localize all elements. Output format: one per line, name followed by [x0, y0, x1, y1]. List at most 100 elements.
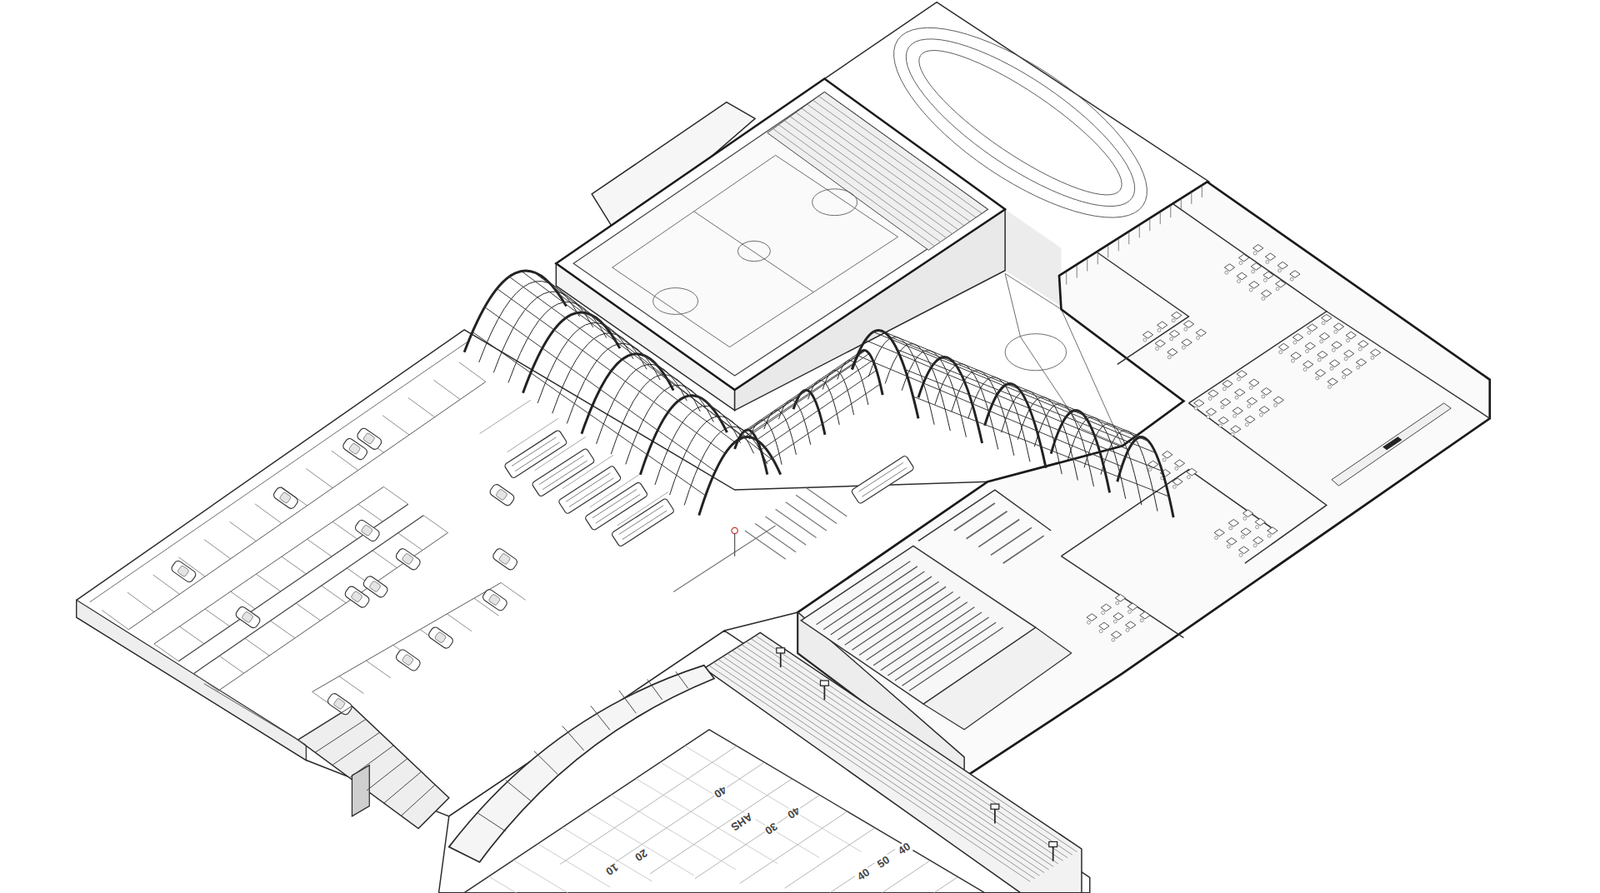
car-roof: [434, 631, 447, 644]
desk: [1162, 451, 1173, 460]
window-mullion: [1118, 239, 1120, 252]
chair: [1225, 270, 1229, 275]
chair: [1171, 319, 1175, 323]
desk: [1273, 396, 1284, 405]
desk: [1344, 350, 1355, 358]
light-head: [820, 680, 829, 686]
lot-drive-line: [204, 684, 306, 745]
yard-line: [562, 827, 653, 882]
yard-line: [660, 762, 820, 859]
chair: [1099, 630, 1103, 634]
desk: [1086, 614, 1097, 622]
desk: [1290, 270, 1300, 279]
seat-row: [873, 602, 968, 666]
canopy-arch: [699, 437, 781, 516]
chair: [1237, 280, 1241, 284]
desk: [1275, 280, 1286, 288]
seat-row: [887, 612, 982, 676]
yard-line: [586, 811, 695, 876]
canopy-rib: [610, 375, 700, 455]
court-key: [812, 189, 858, 216]
canopy-purlin: [745, 350, 862, 431]
desk: [1194, 400, 1205, 408]
gate-strut: [400, 785, 435, 816]
stall-divider: [255, 574, 280, 592]
desk: [1370, 349, 1380, 357]
book-stack: [978, 520, 1020, 548]
canopy-purlin: [509, 276, 735, 443]
stall-divider: [321, 585, 346, 604]
desk: [1246, 397, 1257, 405]
interior-wall: [1189, 403, 1327, 564]
chair: [1267, 534, 1271, 538]
window-mullion: [1065, 272, 1067, 285]
canopy-purlin: [765, 384, 881, 465]
stall-divider: [358, 504, 383, 522]
chair: [1239, 261, 1243, 265]
chair: [1305, 350, 1310, 354]
chair: [1370, 356, 1375, 360]
roof-rib: [534, 751, 559, 775]
chair: [1172, 485, 1176, 489]
desk: [1278, 343, 1289, 351]
car-roof: [241, 611, 255, 624]
seat-row: [909, 627, 1004, 691]
wing-floor: [798, 181, 1490, 778]
chair: [1243, 516, 1247, 520]
desk: [1155, 340, 1165, 348]
canopy-arch: [581, 354, 674, 435]
lot-inner-edge: [90, 341, 468, 602]
desk: [1265, 253, 1275, 261]
stall-line: [154, 486, 385, 645]
desk: [1327, 378, 1338, 386]
bus-body: [850, 455, 915, 505]
car: [341, 437, 370, 462]
roof-rib: [562, 726, 585, 751]
crosswalk-stripe: [745, 530, 786, 560]
classroom-wing: [798, 181, 1490, 778]
chair: [1235, 395, 1239, 400]
car-roof: [369, 580, 382, 593]
desk: [1317, 351, 1328, 360]
stall-divider: [339, 676, 364, 695]
bus-windows: [539, 455, 584, 485]
desk: [1259, 406, 1270, 415]
yard-line: [740, 811, 848, 884]
car-roof: [498, 553, 511, 565]
yard-number: 40: [894, 840, 914, 859]
stall-divider: [398, 533, 423, 551]
car-roof: [401, 654, 415, 666]
roof-rib: [647, 680, 663, 700]
chair: [1255, 525, 1260, 530]
chair: [1293, 340, 1297, 345]
desk: [1171, 311, 1182, 320]
seat-row: [866, 597, 961, 661]
chair: [1206, 415, 1210, 420]
light-head: [776, 648, 785, 654]
bus-windows: [565, 473, 610, 503]
book-stack: [954, 503, 995, 531]
stall-line: [218, 532, 449, 691]
chair: [1328, 385, 1332, 389]
chair: [1290, 359, 1295, 363]
desk: [1358, 340, 1369, 349]
bleacher-row: [779, 125, 941, 243]
car-body: [395, 547, 423, 572]
book-stack: [1003, 535, 1045, 564]
chair: [1196, 336, 1200, 340]
desk: [1242, 510, 1253, 518]
desk: [1255, 518, 1265, 526]
window-mullion: [1076, 265, 1078, 279]
desk: [1330, 360, 1340, 368]
chair: [1170, 337, 1174, 341]
desk: [1240, 528, 1251, 536]
chair: [1237, 377, 1241, 381]
stall-divider: [281, 556, 306, 575]
car-body: [491, 547, 520, 572]
desk: [1208, 390, 1219, 398]
car-body: [343, 585, 371, 610]
desk: [1172, 478, 1183, 486]
desk: [1333, 323, 1344, 331]
bus-body: [610, 498, 675, 548]
